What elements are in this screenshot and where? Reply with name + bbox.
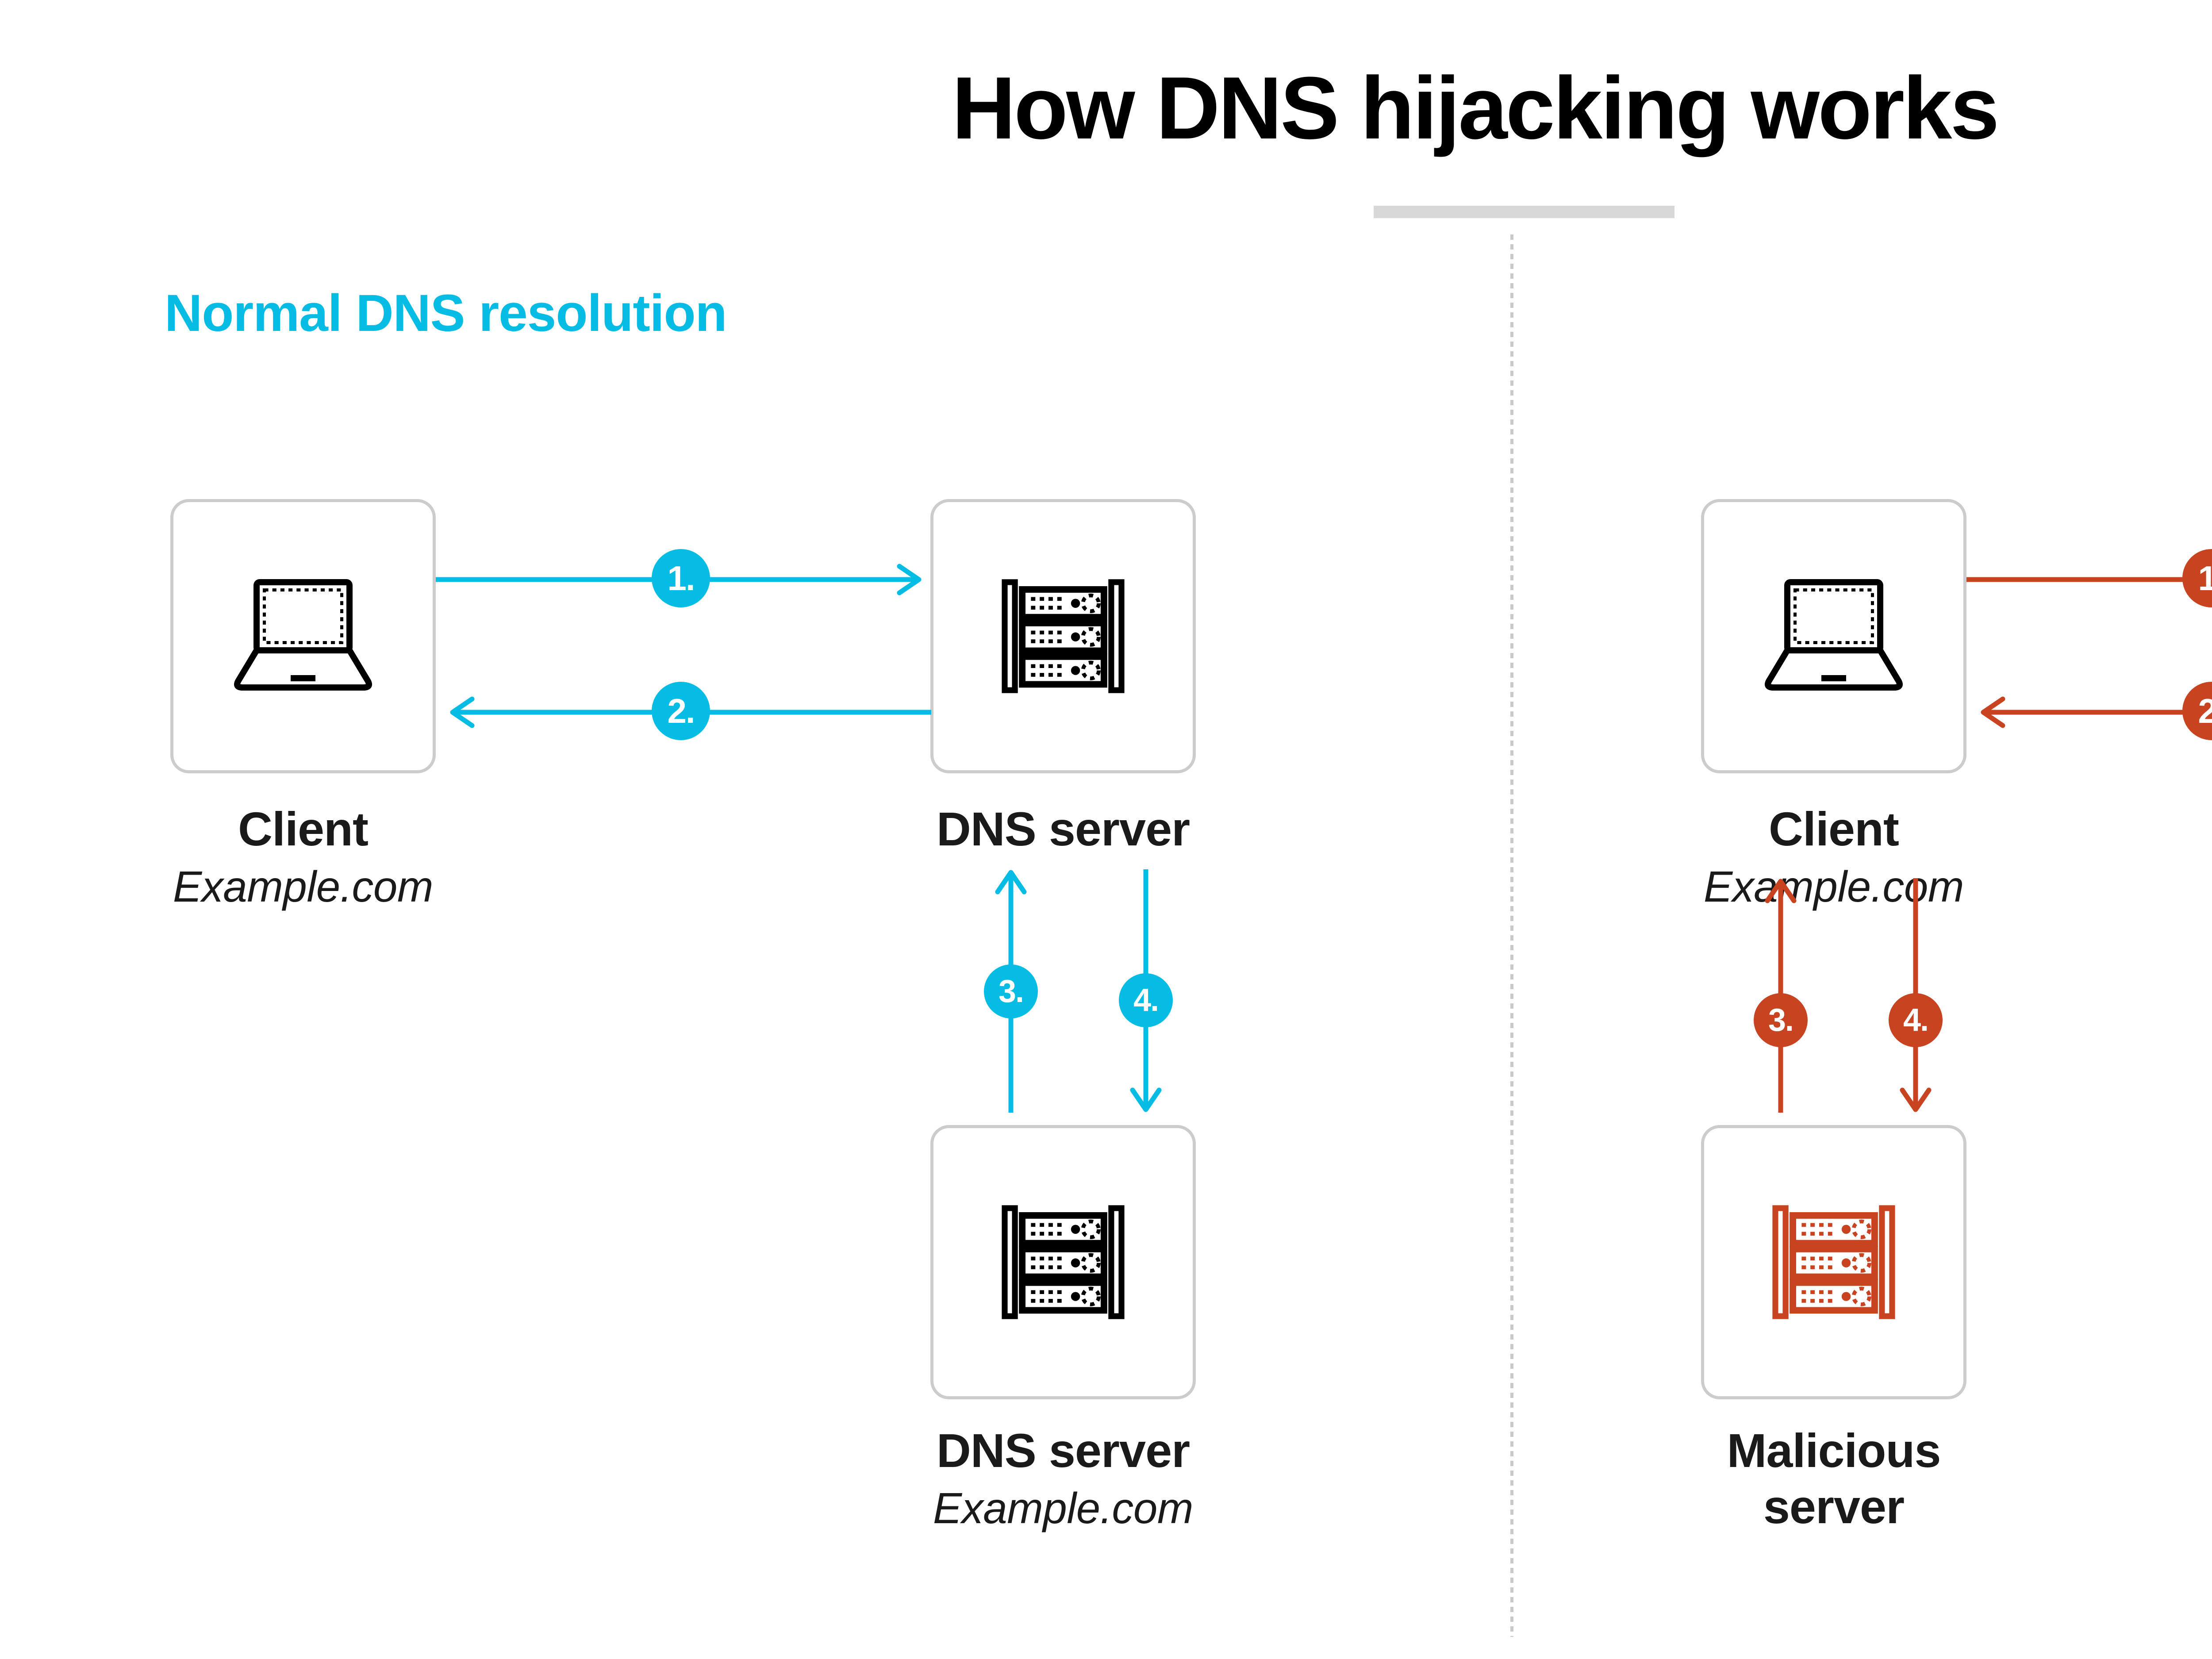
left-step-badge-1: 1. [652,549,710,607]
panel-divider [1510,234,1513,1637]
right-client-caption: Client Example.com [1613,801,2055,914]
right-malicious-title-line2: server [1763,1480,1905,1534]
title-divider-rule [1374,206,1674,218]
server-rack-icon [1741,1169,1927,1355]
right-client-title: Client [1768,802,1899,856]
left-dns-top-title: DNS server [936,802,1190,856]
right-arrow-step-1 [1966,577,2212,582]
right-arrow-step-2 [1981,696,2212,728]
server-rack-icon [970,1169,1156,1355]
right-malicious-title-line1: Malicious [1727,1424,1941,1477]
laptop-icon [210,543,396,729]
left-dns-top-caption: DNS server [842,801,1284,857]
left-client-box [170,499,436,773]
left-dns-bottom-caption: DNS server Example.com [842,1422,1284,1535]
left-dns-server-top-box [930,499,1196,773]
right-step-badge-3: 3. [1754,993,1808,1047]
left-step-badge-3: 3. [984,964,1038,1018]
left-client-caption: Client Example.com [82,801,524,914]
right-malicious-caption: Malicious server [1613,1422,2055,1535]
left-client-subtitle: Example.com [173,862,434,911]
left-dns-bottom-title: DNS server [936,1424,1190,1477]
left-dns-server-bottom-box [930,1125,1196,1399]
left-step-badge-2: 2. [652,682,710,740]
right-step-badge-4: 4. [1889,993,1943,1047]
left-dns-bottom-subtitle: Example.com [933,1484,1194,1533]
left-step-badge-4: 4. [1119,973,1173,1027]
right-client-subtitle: Example.com [1703,862,1964,911]
left-client-title: Client [238,802,369,856]
section-heading-normal: Normal DNS resolution [165,284,727,342]
right-malicious-server-box [1701,1125,1966,1399]
laptop-icon [1741,543,1927,729]
page-title: How DNS hijacking works [952,59,1999,157]
right-client-box [1701,499,1966,773]
server-rack-icon [970,543,1156,729]
